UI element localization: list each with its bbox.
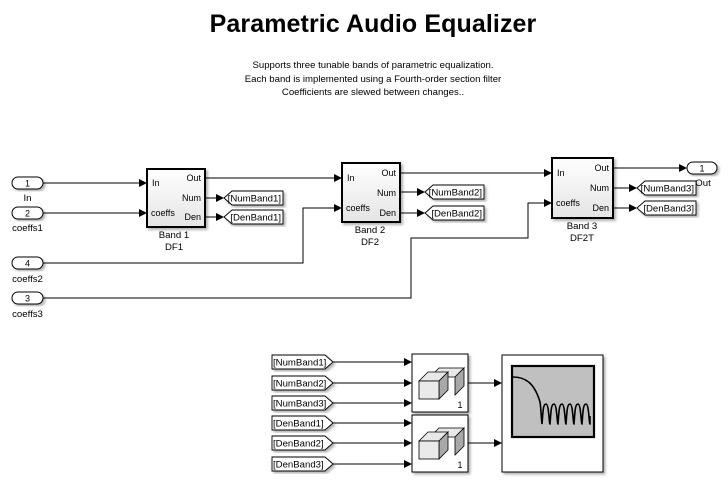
description-line: Each band is implemented using a Fourth-… xyxy=(244,73,502,85)
inport-in[interactable]: 1 In xyxy=(11,176,44,204)
outport-number: 1 xyxy=(699,164,704,174)
port-label-coeffs: coeffs xyxy=(151,208,175,218)
outport-out[interactable]: 1 Out xyxy=(686,161,718,189)
inport-number: 3 xyxy=(25,294,30,304)
block-structure: DF2T xyxy=(570,233,594,244)
port-label-out: Out xyxy=(594,163,609,173)
goto-numband3-tag[interactable]: [NumBand3] xyxy=(636,180,697,196)
concatenate-num-block[interactable]: 1 xyxy=(411,353,469,413)
port-label-out: Out xyxy=(186,173,201,183)
from-numband2-tag[interactable]: [NumBand2] xyxy=(271,375,334,391)
concat-dimension: 1 xyxy=(457,400,462,410)
block-name: Band 2 xyxy=(355,225,385,236)
inport-number: 4 xyxy=(25,259,30,269)
from-tag-label: [NumBand1] xyxy=(273,358,326,369)
inport-label: coeffs2 xyxy=(12,274,43,285)
frequency-response-display xyxy=(510,364,596,439)
diagram-title: Parametric Audio Equalizer xyxy=(209,10,537,38)
band1-subsystem-block[interactable]: In coeffs Out Num Den Band 1 DF1 xyxy=(146,168,206,253)
goto-denband2-tag[interactable]: [DenBand2] xyxy=(424,205,485,221)
port-label-den: Den xyxy=(184,212,201,222)
description-line: Coefficients are slewed between changes.… xyxy=(281,87,465,98)
from-numband3-tag[interactable]: [NumBand3] xyxy=(271,395,334,411)
signal-line-coeffs2-to-band2[interactable] xyxy=(43,204,342,264)
port-label-coeffs: coeffs xyxy=(346,203,370,213)
band2-subsystem-block[interactable]: In coeffs Out Num Den Band 2 DF2 xyxy=(341,162,401,248)
concatenate-den-block[interactable]: 1 xyxy=(411,414,469,473)
goto-numband2-tag[interactable]: [NumBand2] xyxy=(424,184,485,200)
port-label-den: Den xyxy=(379,208,396,218)
concatenate-icon xyxy=(418,367,465,400)
from-numband1-tag[interactable]: [NumBand1] xyxy=(271,354,334,370)
port-label-in: In xyxy=(347,173,355,183)
inport-label: In xyxy=(23,193,31,204)
from-tag-label: [NumBand3] xyxy=(273,399,326,410)
from-tag-label: [DenBand2] xyxy=(273,439,324,450)
inport-coeffs3[interactable]: 3 coeffs3 xyxy=(11,291,44,320)
frequency-response-icon xyxy=(512,376,591,425)
concatenate-icon xyxy=(418,427,465,460)
port-label-num: Num xyxy=(182,193,201,203)
port-label-num: Num xyxy=(377,188,396,198)
port-label-coeffs: coeffs xyxy=(556,198,580,208)
block-name: Band 3 xyxy=(567,221,597,232)
port-label-num: Num xyxy=(590,183,609,193)
port-label-den: Den xyxy=(592,203,609,213)
block-name: Band 1 xyxy=(159,230,189,241)
block-structure: DF2 xyxy=(361,237,379,248)
goto-tag-label: [NumBand1] xyxy=(228,194,281,205)
inport-coeffs1[interactable]: 2 coeffs1 xyxy=(11,206,44,234)
inport-label: coeffs3 xyxy=(12,309,43,320)
signal-line-coeffs3-to-band3[interactable] xyxy=(43,199,552,299)
concat-dimension: 1 xyxy=(457,460,462,470)
from-denband3-tag[interactable]: [DenBand3] xyxy=(271,456,334,472)
goto-tag-label: [DenBand3] xyxy=(643,204,694,215)
goto-tag-label: [DenBand2] xyxy=(431,209,482,220)
goto-tag-label: [DenBand1] xyxy=(230,213,281,224)
inport-number: 1 xyxy=(25,179,30,189)
outport-label: Out xyxy=(695,178,711,189)
port-label-out: Out xyxy=(381,168,396,178)
diagram-description: Supports three tunable bands of parametr… xyxy=(0,59,728,100)
goto-tag-label: [NumBand2] xyxy=(429,188,482,199)
port-label-in: In xyxy=(557,168,565,178)
filter-visualizer-block[interactable] xyxy=(501,354,604,473)
goto-numband1-tag[interactable]: [NumBand1] xyxy=(223,190,284,206)
description-line: Supports three tunable bands of parametr… xyxy=(252,60,494,71)
from-tag-label: [NumBand2] xyxy=(273,379,326,390)
from-denband1-tag[interactable]: [DenBand1] xyxy=(271,415,334,431)
from-denband2-tag[interactable]: [DenBand2] xyxy=(271,435,334,451)
inport-number: 2 xyxy=(25,209,30,219)
inport-label: coeffs1 xyxy=(12,223,43,234)
block-structure: DF1 xyxy=(165,242,183,253)
from-tag-label: [DenBand3] xyxy=(273,460,324,471)
band3-subsystem-block[interactable]: In coeffs Out Num Den Band 3 DF2T xyxy=(551,157,614,244)
goto-denband3-tag[interactable]: [DenBand3] xyxy=(636,200,697,216)
inport-coeffs2[interactable]: 4 coeffs2 xyxy=(11,256,44,285)
from-tag-label: [DenBand1] xyxy=(273,419,324,430)
goto-tag-label: [NumBand3] xyxy=(641,184,694,195)
port-label-in: In xyxy=(152,178,160,188)
goto-denband1-tag[interactable]: [DenBand1] xyxy=(223,209,284,225)
